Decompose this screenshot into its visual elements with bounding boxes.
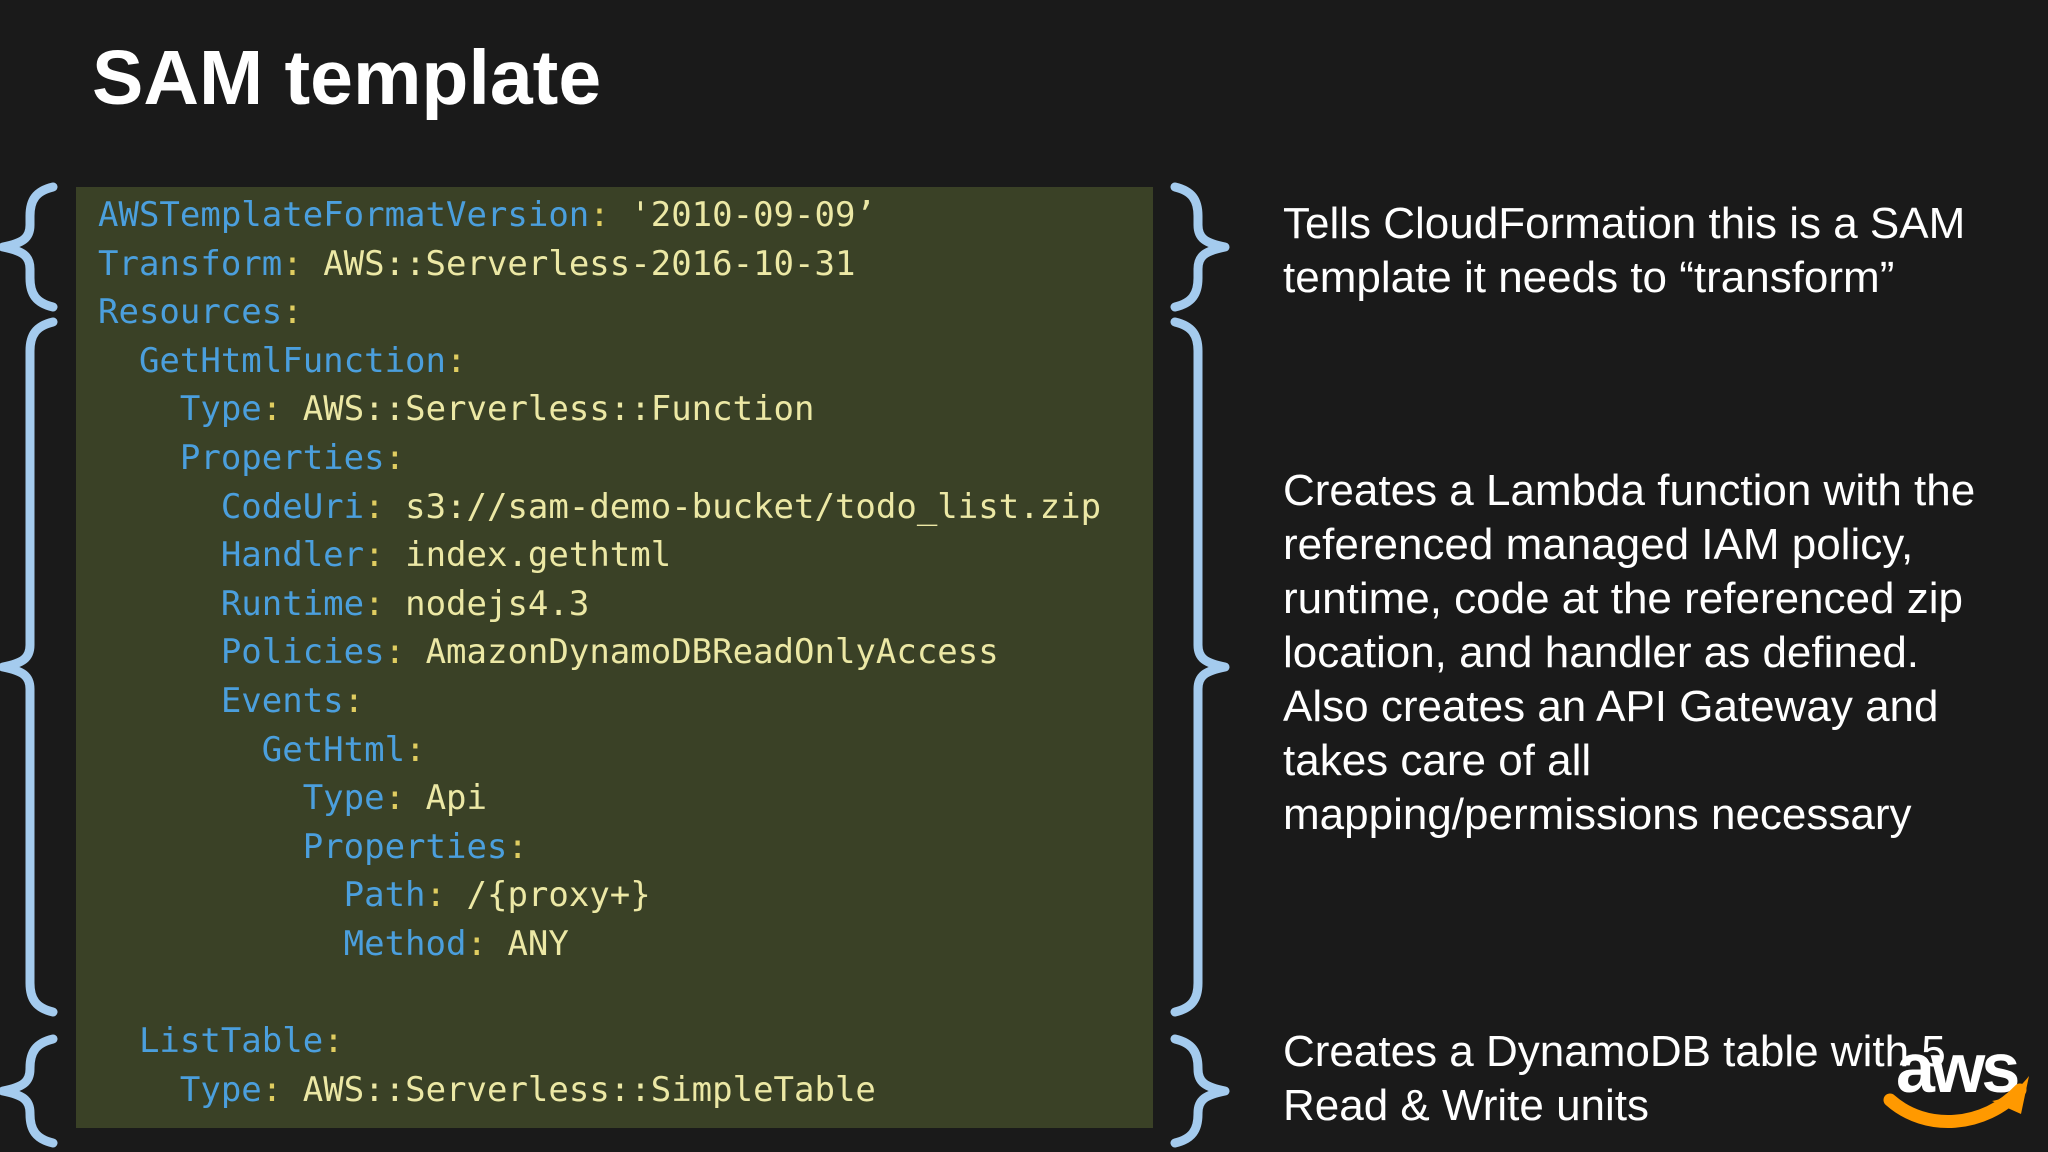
right-brace-bottom-icon [1170, 1034, 1230, 1148]
yaml-code: AWSTemplateFormatVersion: '2010-09-09’ T… [98, 195, 1102, 1110]
right-brace-middle-icon [1170, 317, 1230, 1017]
aws-smile-icon [1883, 1076, 2029, 1128]
code-block: AWSTemplateFormatVersion: '2010-09-09’ T… [76, 187, 1153, 1128]
aws-logo-text: aws [1896, 1036, 2018, 1107]
left-brace-middle-icon [0, 317, 58, 1017]
left-brace-bottom-icon [0, 1034, 58, 1148]
right-brace-top-icon [1170, 182, 1230, 312]
left-brace-top-icon [0, 182, 58, 312]
aws-logo-svg: aws [1883, 1029, 2029, 1128]
aws-logo: aws [1882, 1029, 2034, 1140]
page-title: SAM template [92, 35, 602, 121]
